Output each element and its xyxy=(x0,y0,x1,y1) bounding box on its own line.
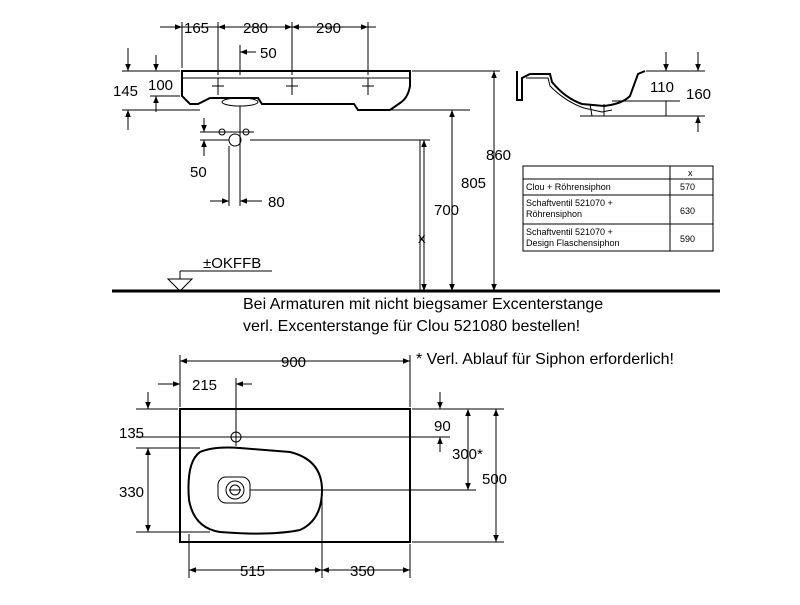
dim-805: 805 xyxy=(461,175,486,192)
dim-215: 215 xyxy=(192,377,217,394)
dim-90: 90 xyxy=(434,418,451,435)
dimension-plan-right xyxy=(244,392,504,543)
dim-500: 500 xyxy=(482,471,507,488)
dim-300: 300* xyxy=(452,446,483,463)
drain-siphon-icon xyxy=(214,97,259,150)
dim-515: 515 xyxy=(240,563,265,580)
dim-165: 165 xyxy=(184,20,209,37)
dim-135: 135 xyxy=(119,425,144,442)
plan-view: 900 215 135 330 90 300* 500 xyxy=(119,354,507,580)
dimension-siphon xyxy=(200,118,262,206)
dim-145: 145 xyxy=(113,83,138,100)
dim-350: 350 xyxy=(350,563,375,580)
dimension-heights xyxy=(250,70,500,291)
note-line-1: Bei Armaturen mit nicht biegsamer Excent… xyxy=(243,296,603,313)
floor-level-icon xyxy=(166,270,272,292)
dim-290: 290 xyxy=(316,20,341,37)
tap-hole-icon xyxy=(362,78,374,95)
basin-plan-outline xyxy=(179,408,411,543)
dim-100: 100 xyxy=(148,77,173,94)
table-row-label: Schaftventil 521070 + xyxy=(526,227,613,237)
dim-700: 700 xyxy=(434,202,459,219)
dimension-top-row xyxy=(160,22,376,75)
table-row-value: 570 xyxy=(680,182,695,192)
table-row-label: Clou + Röhrensiphon xyxy=(526,182,611,192)
floor-label: ±OKFFB xyxy=(203,255,261,272)
dimension-plan-bottom xyxy=(188,495,411,578)
dimension-left-vertical xyxy=(122,48,200,130)
tap-hole-icon xyxy=(212,78,224,95)
drain-icon xyxy=(217,476,251,504)
bowl-outline xyxy=(187,446,324,535)
siphon-table: x Clou + Röhrensiphon 570 Schaftventil 5… xyxy=(522,165,714,252)
dim-160: 160 xyxy=(686,86,711,103)
basin-side-outline xyxy=(181,70,411,111)
dim-x: x xyxy=(418,230,426,247)
table-row-value: 630 xyxy=(680,206,695,216)
dimension-plan-top xyxy=(158,355,411,428)
dim-860: 860 xyxy=(486,147,511,164)
side-view: 165 280 290 50 145 100 50 80 xyxy=(112,20,720,293)
dimension-plan-left xyxy=(136,392,228,533)
dim-280: 280 xyxy=(243,20,268,37)
basin-section-outline xyxy=(516,70,646,108)
dim-80: 80 xyxy=(268,194,285,211)
table-row-value: 590 xyxy=(680,234,695,244)
note-line-2: verl. Excenterstange für Clou 521080 bes… xyxy=(243,318,580,335)
note-siphon: * Verl. Ablauf für Siphon erforderlich! xyxy=(416,351,674,368)
table-row-label: Röhrensiphon xyxy=(526,209,582,219)
tap-hole-icon xyxy=(228,428,244,446)
table-row-label: Schaftventil 521070 + xyxy=(526,198,613,208)
table-row-label: Design Flaschensiphon xyxy=(526,238,620,248)
table-header-x: x xyxy=(688,168,693,178)
dimension-section xyxy=(612,52,705,132)
section-view: 110 160 xyxy=(516,52,711,132)
tap-hole-icon xyxy=(286,78,298,95)
dim-50-left: 50 xyxy=(190,164,207,181)
dim-330: 330 xyxy=(119,484,144,501)
dim-50-top: 50 xyxy=(260,45,277,62)
dim-110: 110 xyxy=(650,79,674,96)
dim-900: 900 xyxy=(281,354,306,371)
